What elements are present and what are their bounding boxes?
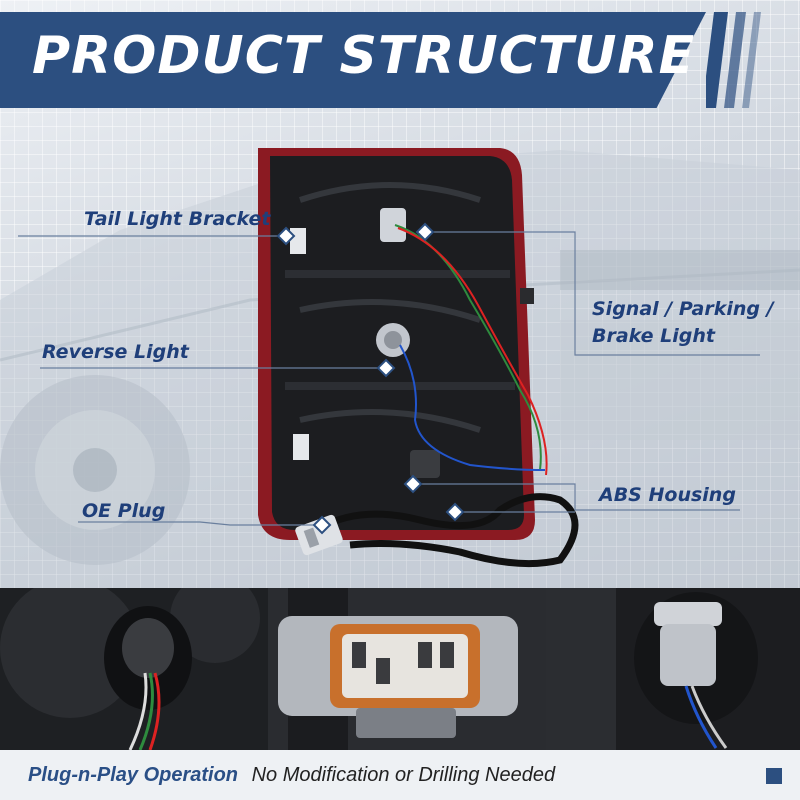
square-bullet-icon bbox=[766, 768, 782, 784]
callout-tail-light-bracket: Tail Light Bracket bbox=[84, 208, 271, 230]
callout-oe-plug: OE Plug bbox=[82, 500, 166, 522]
wire-harness bbox=[318, 493, 579, 568]
callout-reverse-light: Reverse Light bbox=[42, 341, 189, 363]
diamond-marker-icon bbox=[276, 222, 465, 535]
callout-signal-parking-brake: Signal / Parking / Brake Light bbox=[592, 296, 774, 350]
feature-caption: Plug-n-Play Operation No Modification or… bbox=[28, 764, 555, 787]
feature-photo-strip bbox=[0, 588, 800, 750]
title-banner bbox=[0, 12, 706, 108]
socket-closeup-right bbox=[546, 588, 800, 750]
callout-abs-housing: ABS Housing bbox=[599, 484, 736, 506]
callout-signal-line2: Brake Light bbox=[592, 325, 715, 347]
connector-closeup-middle bbox=[268, 588, 546, 750]
feature-description: No Modification or Drilling Needed bbox=[251, 764, 556, 786]
tail-light-diagram bbox=[18, 148, 760, 568]
product-hero: PRODUCT STRUCTURE bbox=[0, 0, 800, 588]
feature-title: Plug-n-Play Operation bbox=[28, 764, 239, 786]
plug-connector-icon bbox=[278, 616, 518, 738]
socket-closeup-left bbox=[0, 588, 268, 750]
page-title: PRODUCT STRUCTURE bbox=[32, 26, 696, 86]
callout-signal-line1: Signal / Parking / bbox=[592, 298, 774, 320]
decorative-stripes bbox=[706, 12, 761, 108]
feature-caption-bar: Plug-n-Play Operation No Modification or… bbox=[0, 750, 800, 800]
